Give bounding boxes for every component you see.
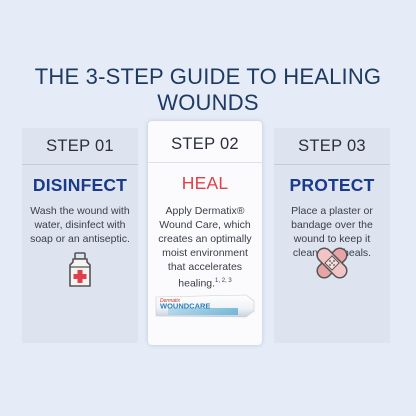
step-description: Place a plaster or bandage over the woun…	[291, 205, 373, 259]
step-heading: DISINFECT	[32, 175, 128, 195]
wound-care-tube-icon: Dermatix WOUNDCARE	[155, 294, 255, 318]
divider	[148, 162, 262, 163]
step-label: STEP 03	[298, 137, 366, 155]
step-description-text: Apply Dermatix® Wound Care, which create…	[158, 205, 252, 290]
divider	[274, 164, 390, 165]
step-heading: PROTECT	[289, 175, 375, 195]
divider	[22, 164, 138, 165]
antiseptic-bottle-icon	[69, 252, 91, 287]
step-card-protect: STEP 03 PROTECT Place a plaster or banda…	[274, 128, 390, 343]
product-brand: Dermatix	[160, 298, 181, 304]
step-card-heal: STEP 02 HEAL Apply Dermatix® Wound Care,…	[148, 121, 262, 345]
page-title: THE 3-STEP GUIDE TO HEALING WOUNDS	[34, 64, 382, 115]
step-label: STEP 01	[46, 137, 114, 155]
step-description: Apply Dermatix® Wound Care, which create…	[153, 204, 257, 291]
step-heading: HEAL	[181, 173, 229, 193]
step-card-disinfect: STEP 01 DISINFECT Wash the wound with wa…	[22, 128, 138, 343]
step-description: Wash the wound with water, disinfect wit…	[30, 205, 130, 245]
plaster-icon	[316, 247, 348, 279]
step-label: STEP 02	[171, 135, 239, 153]
product-name: WOUNDCARE	[160, 302, 210, 311]
reference-superscript: 1, 2, 3	[215, 278, 232, 284]
